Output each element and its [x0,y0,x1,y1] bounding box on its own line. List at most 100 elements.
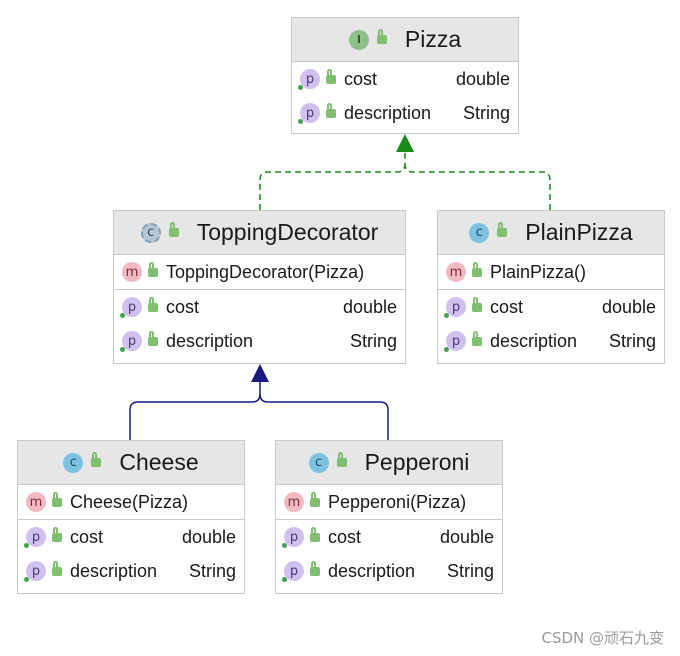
field-type: String [608,330,656,351]
field-name: cost [490,296,524,317]
realization-line-plain-pizza [404,163,551,210]
public-lock-icon [52,526,62,542]
public-lock-icon [472,330,482,346]
method-row[interactable]: m Pepperoni(Pizza) [276,485,502,519]
public-lock-icon [148,296,158,312]
field-name: description [70,560,158,581]
public-lock-icon [497,222,508,237]
field-name: cost [344,68,378,89]
methods-section: m PlainPizza() [438,255,664,290]
public-lock-icon [310,560,320,576]
public-lock-icon [52,491,62,507]
property-icon: p [282,561,304,582]
public-lock-icon [326,102,336,118]
field-row[interactable]: p description String [114,324,405,358]
public-lock-icon [472,296,482,312]
method-icon: m [446,262,466,282]
field-row[interactable]: p cost double [438,290,664,324]
fields-section: p cost double p description String [438,290,664,358]
property-icon: p [282,527,304,548]
field-type: String [188,560,236,581]
field-row[interactable]: p cost double [292,62,518,96]
class-header: c PlainPizza [438,211,664,255]
watermark: CSDN @顽石九变 [541,629,664,647]
field-row[interactable]: p cost double [114,290,405,324]
inheritance-arrowhead [251,364,269,382]
class-icon: c [469,222,490,243]
class-icon: c [308,452,329,473]
field-type: double [455,68,510,89]
public-lock-icon [168,222,179,237]
methods-section: m Pepperoni(Pizza) [276,485,502,520]
field-row[interactable]: p description String [438,324,664,358]
field-type: String [446,560,494,581]
property-icon: p [24,527,46,548]
field-type: double [601,296,656,317]
field-name: description [344,102,432,123]
fields-section: p cost double p description String [18,520,244,588]
field-name: description [490,330,578,351]
field-type: double [181,526,236,547]
methods-section: m Cheese(Pizza) [18,485,244,520]
field-row[interactable]: p cost double [18,520,244,554]
property-icon: p [120,331,142,352]
public-lock-icon [376,29,387,44]
property-icon: p [120,297,142,318]
public-lock-icon [310,526,320,542]
class-header: c ToppingDecorator [114,211,405,255]
fields-section: p cost double p description String [114,290,405,358]
methods-section: m ToppingDecorator(Pizza) [114,255,405,290]
class-name: Pizza [404,26,462,52]
class-name: Cheese [119,449,199,475]
field-name: cost [70,526,104,547]
public-lock-icon [148,330,158,346]
method-name: ToppingDecorator(Pizza) [166,261,365,282]
class-box-topping-decorator[interactable]: c ToppingDecorator m ToppingDecorator(Pi… [113,210,406,364]
public-lock-icon [148,261,158,277]
method-name: PlainPizza() [490,261,587,282]
property-icon: p [298,69,320,90]
property-icon: p [24,561,46,582]
field-name: cost [166,296,200,317]
public-lock-icon [52,560,62,576]
field-name: description [328,560,416,581]
class-box-pepperoni[interactable]: c Pepperoni m Pepperoni(Pizza) p cost do… [275,440,503,594]
property-icon: p [444,331,466,352]
field-row[interactable]: p description String [276,554,502,588]
class-name: PlainPizza [525,219,633,245]
field-row[interactable]: p cost double [276,520,502,554]
abstract-class-icon: c [140,222,161,243]
method-row[interactable]: m ToppingDecorator(Pizza) [114,255,405,289]
method-name: Cheese(Pizza) [70,491,189,512]
class-box-pizza[interactable]: I Pizza p cost double p description Stri… [291,17,519,134]
class-header: I Pizza [292,18,518,62]
method-icon: m [284,492,304,512]
class-name: Pepperoni [364,449,470,475]
field-type: double [439,526,494,547]
field-name: cost [328,526,362,547]
field-row[interactable]: p description String [292,96,518,130]
field-type: String [462,102,510,123]
method-name: Pepperoni(Pizza) [328,491,467,512]
class-box-cheese[interactable]: c Cheese m Cheese(Pizza) p cost double p… [17,440,245,594]
method-icon: m [26,492,46,512]
fields-section: p cost double p description String [292,62,518,130]
realization-arrowhead [396,134,414,152]
public-lock-icon [91,452,102,467]
fields-section: p cost double p description String [276,520,502,588]
method-row[interactable]: m Cheese(Pizza) [18,485,244,519]
realization-line-topping-decorator [259,150,406,210]
public-lock-icon [310,491,320,507]
class-box-plain-pizza[interactable]: c PlainPizza m PlainPizza() p cost doubl… [437,210,665,364]
public-lock-icon [472,261,482,277]
field-row[interactable]: p description String [18,554,244,588]
class-name: ToppingDecorator [196,219,379,245]
field-name: description [166,330,254,351]
public-lock-icon [326,68,336,84]
property-icon: p [298,103,320,124]
field-type: String [349,330,397,351]
public-lock-icon [336,452,347,467]
class-header: c Cheese [18,441,244,485]
method-row[interactable]: m PlainPizza() [438,255,664,289]
